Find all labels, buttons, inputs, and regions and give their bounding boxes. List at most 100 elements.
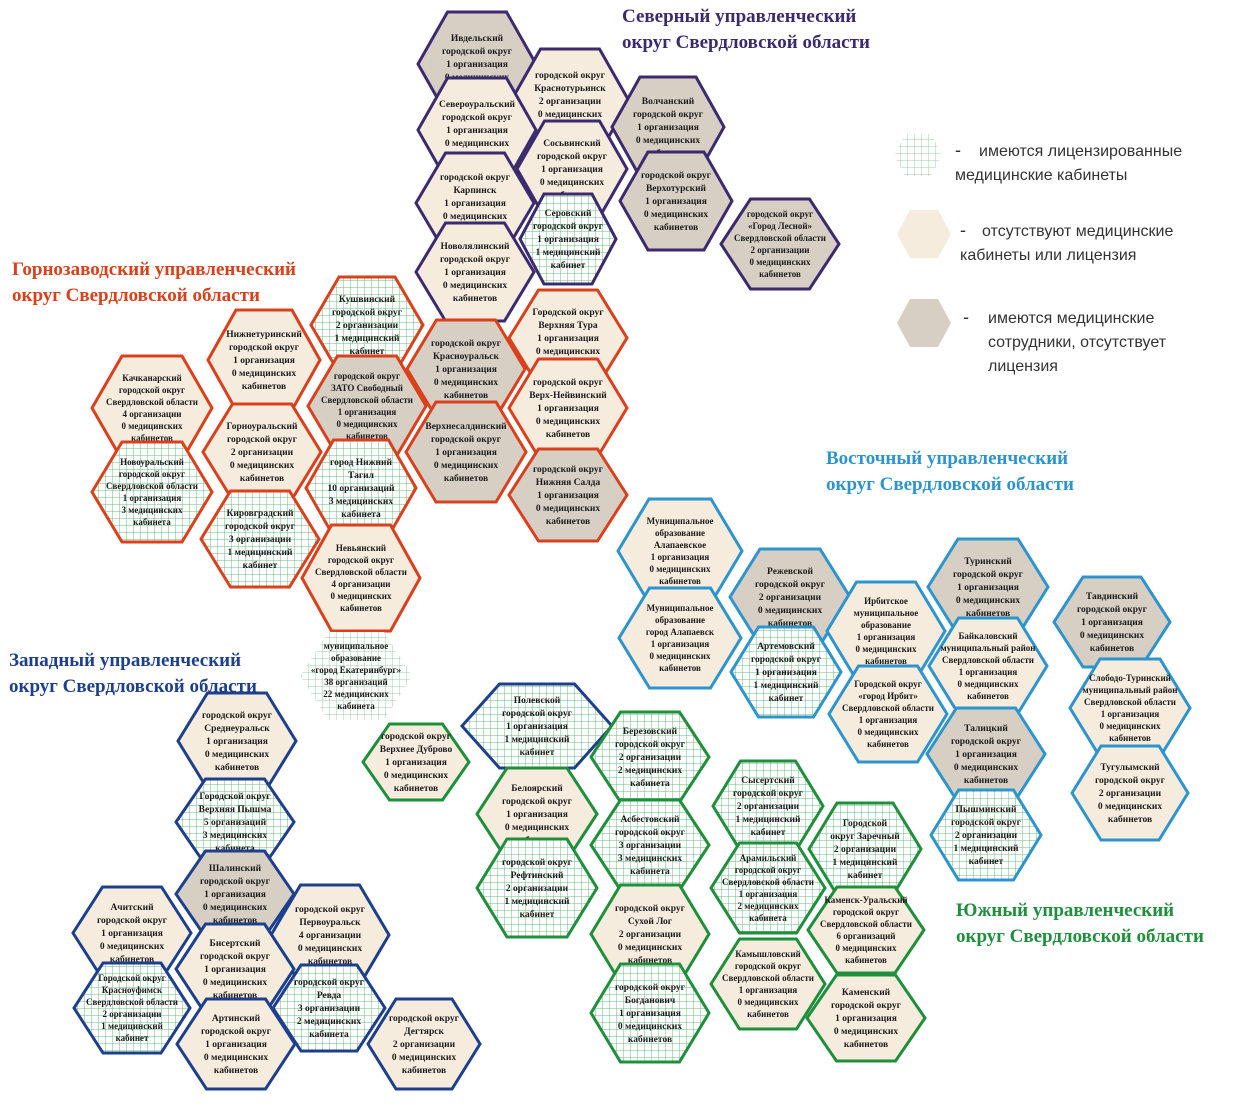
district-label-line: кабинетов — [1108, 814, 1152, 825]
district-label-line: городской округ — [97, 915, 168, 926]
district-label-line: округ Заречный — [830, 831, 900, 842]
district-label-line: кабинетов — [340, 603, 382, 613]
district-label-line: 22 медицинских — [323, 689, 389, 699]
district-label-line: городской округ — [225, 521, 296, 532]
district-hex-shape — [300, 632, 412, 720]
district-label-line: Каменск-Уральский — [824, 895, 907, 905]
district-hex-shape — [90, 440, 214, 544]
district-hex-shape — [709, 841, 827, 935]
district-label-line: кабинетов — [747, 1009, 789, 1019]
district-label-line: кабинетов — [402, 1065, 446, 1076]
district-label-line: 1 организация — [204, 965, 266, 975]
district-hex-shape — [475, 837, 599, 939]
district-label-line: 3 организации — [298, 1004, 361, 1014]
district-label-line: 0 медицинских — [203, 903, 268, 913]
district-label-line: Карпинск — [454, 186, 497, 196]
district-label-line: 2 организации — [1099, 789, 1162, 799]
district-label-line: 1 организация — [506, 810, 568, 820]
district-label-line: Североуральский — [439, 99, 516, 110]
district-label-line: городской округ — [751, 654, 822, 665]
district-label-line: Верхнесалдинский — [425, 421, 507, 432]
district-hex: городской округ«Город Лесной»Свердловско… — [719, 197, 841, 291]
district-label-line: кабинет — [751, 827, 786, 838]
district-label-line: Туринский — [964, 556, 1012, 567]
district-label-line: 1 медицинский — [535, 247, 601, 258]
district-hex-shape — [459, 682, 615, 770]
district-label-line: городской округ — [533, 377, 604, 388]
unlicensed-hex-icon — [897, 299, 951, 347]
district-label-line: Ирбитское — [864, 596, 908, 606]
district-label-line: городской округ — [119, 469, 185, 479]
district-label-line: 0 медицинских — [538, 110, 603, 120]
district-label-line: кабинет — [520, 747, 555, 758]
north-title-line-1: Северный управленческий — [622, 6, 857, 27]
district-label-line: городской округ — [615, 739, 686, 750]
district-label-line: 0 медицинских — [650, 564, 711, 574]
district-label-line: 2 организации — [103, 1009, 162, 1019]
district-label-line: городской округ — [442, 112, 513, 123]
district-label-line: 0 медицинских — [856, 644, 917, 654]
district-label-line: городской округ — [533, 464, 604, 475]
district-label-line: Верхняя Тура — [538, 321, 598, 331]
district-label-line: 0 медицинских — [203, 978, 268, 988]
district-label-line: Арамильский — [740, 853, 797, 863]
district-label-line: 2 организации — [955, 831, 1018, 841]
district-label-line: 0 медицинских — [205, 750, 270, 760]
district-label-line: 0 медицинских — [644, 210, 709, 220]
district-label-line: 1 медицинский — [334, 333, 400, 344]
south-title-line-2: округ Свердловской области — [956, 926, 1204, 947]
district-label-line: городской округ — [202, 710, 273, 721]
district-label-line: Свердловской области — [1084, 697, 1176, 707]
district-label-line: Невьянский — [336, 543, 386, 553]
district-label-line: Новоуральский — [120, 457, 184, 467]
district-label-line: кабинетов — [659, 576, 701, 586]
absent-hex-icon — [897, 210, 951, 258]
district-label-line: Городской округ — [854, 679, 921, 689]
district-label-line: 1 организация — [446, 60, 508, 70]
district-label-line: городской округ — [440, 254, 511, 265]
district-label-line: 1 организация — [123, 493, 182, 503]
district-label-line: городской округ — [229, 342, 300, 353]
district-label-line: городской округ — [1077, 604, 1148, 615]
district-label-line: 0 медицинских — [443, 212, 508, 222]
district-label-line: 1 медицинский — [101, 1021, 163, 1031]
district-label-line: Ревда — [317, 991, 342, 1001]
district-label-line: городской округ — [502, 708, 573, 719]
district-label-line: 2 организации — [751, 245, 810, 255]
district-label-line: Сосьвинский — [543, 138, 601, 149]
district-label-line: кабинетов — [131, 433, 173, 443]
district-label-line: 1 организация — [957, 583, 1019, 593]
north-region-title: Северный управленческий округ Свердловск… — [622, 4, 870, 56]
district-label-line: 1 организация — [859, 715, 918, 725]
district-label-line: 0 медицинских — [443, 281, 508, 291]
district-hex-shape — [709, 937, 827, 1031]
district-label-line: Верхняя Пышма — [199, 805, 272, 815]
district-label-line: кабинетов — [654, 222, 698, 233]
district-hex-shape — [175, 997, 297, 1091]
district-label-line: 1 организация — [204, 890, 266, 900]
